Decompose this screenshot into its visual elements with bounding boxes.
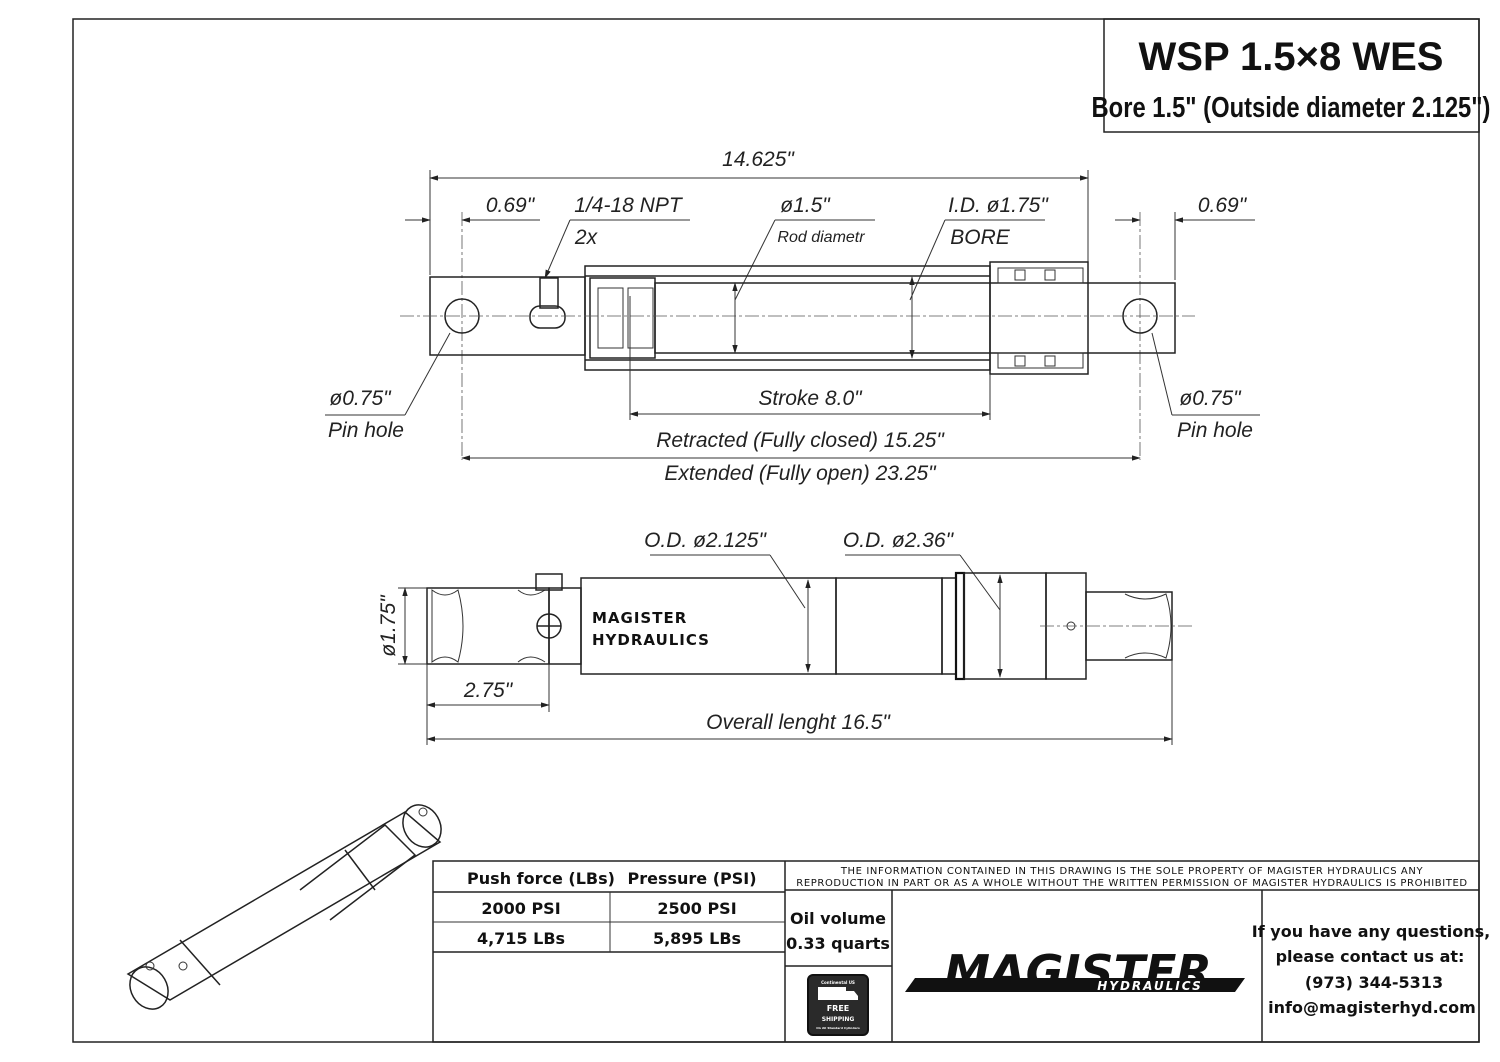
bore-subtitle: Bore 1.5" (Outside diameter 2.125") (1092, 91, 1491, 124)
left-pin-diameter: ø0.75" (329, 387, 392, 410)
contact-phone[interactable]: (973) 344-5313 (1305, 973, 1443, 992)
model-title: WSP 1.5×8 WES (1139, 35, 1444, 79)
bore-caption: BORE (950, 226, 1011, 249)
contact-line1: If you have any questions, (1252, 922, 1490, 941)
notice-line2: REPRODUCTION IN PART OR AS A WHOLE WITHO… (796, 878, 1467, 889)
logo-sub: HYDRAULICS (1097, 979, 1203, 993)
oil-volume-value: 0.33 quarts (786, 934, 890, 953)
cylinder-isometric-icon (126, 804, 442, 1010)
bore-id: I.D. ø1.75" (948, 194, 1049, 217)
port-label: 1/4-18 NPT (574, 194, 684, 217)
table-cell: 2000 PSI (481, 899, 560, 918)
free-shipping-badge: FREE SHIPPING Continental US On All Stan… (807, 974, 869, 1036)
gland-exterior (963, 572, 1047, 680)
rod-diameter: ø1.5" (780, 194, 831, 217)
badge-note: On All Standard Cylinders (816, 1026, 860, 1030)
left-clevis-exterior (426, 587, 550, 665)
dim-od-barrel: O.D. ø2.125" (644, 529, 767, 552)
rod-section (654, 282, 1176, 354)
dim-retracted: Retracted (Fully closed) 15.25" (656, 429, 945, 452)
section-view: 14.625" 0.69" 0.69" 1/4-18 NPT 2x ø1.5" … (325, 148, 1260, 485)
truck-icon (818, 987, 858, 1000)
spec-table: Push force (LBs) Pressure (PSI) 2000 PSI… (432, 860, 1480, 1043)
dim-extended: Extended (Fully open) 23.25" (664, 462, 937, 485)
barrel-section (584, 265, 991, 371)
table-cell: 2500 PSI (657, 899, 736, 918)
title-block (1103, 18, 1480, 133)
dim-clevis-length: 2.75" (463, 679, 514, 702)
badge-top: Continental US (821, 980, 855, 985)
dim-overall-length: Overall lenght 16.5" (706, 711, 891, 734)
rod-caption: Rod diametr (777, 229, 865, 246)
right-pin-caption: Pin hole (1177, 419, 1253, 442)
contact-line2: please contact us at: (1276, 947, 1465, 966)
port-qty: 2x (574, 226, 599, 249)
magister-logo: MAGISTER HYDRAULICS (905, 945, 1245, 999)
dim-stroke: Stroke 8.0" (758, 387, 863, 410)
badge-main: FREE (827, 1004, 850, 1013)
gland-section (989, 261, 1089, 375)
exterior-view: O.D. ø2.125" O.D. ø2.36" MAGISTER HYDRAU… (377, 529, 1195, 745)
dim-left-offset: 0.69" (486, 194, 536, 217)
dim-overall-top: 14.625" (722, 148, 795, 171)
table-cell: 5,895 LBs (653, 929, 741, 948)
contact-block: If you have any questions, please contac… (1252, 922, 1490, 1017)
notice-line1: THE INFORMATION CONTAINED IN THIS DRAWIN… (840, 866, 1424, 877)
dim-od-gland: O.D. ø2.36" (843, 529, 955, 552)
dim-right-offset: 0.69" (1198, 194, 1248, 217)
badge-sub: SHIPPING (822, 1016, 855, 1023)
brand-line2: HYDRAULICS (592, 631, 710, 649)
dim-end-diameter: ø1.75" (377, 594, 400, 657)
left-pin-caption: Pin hole (328, 419, 404, 442)
table-cell: 4,715 LBs (477, 929, 565, 948)
contact-email[interactable]: info@magisterhyd.com (1268, 998, 1476, 1017)
oil-volume-label: Oil volume (790, 909, 886, 928)
header-pressure: Pressure (PSI) (627, 869, 756, 888)
right-pin-diameter: ø0.75" (1179, 387, 1242, 410)
header-push-force: Push force (LBs) (467, 869, 615, 888)
brand-line1: MAGISTER (592, 609, 687, 627)
